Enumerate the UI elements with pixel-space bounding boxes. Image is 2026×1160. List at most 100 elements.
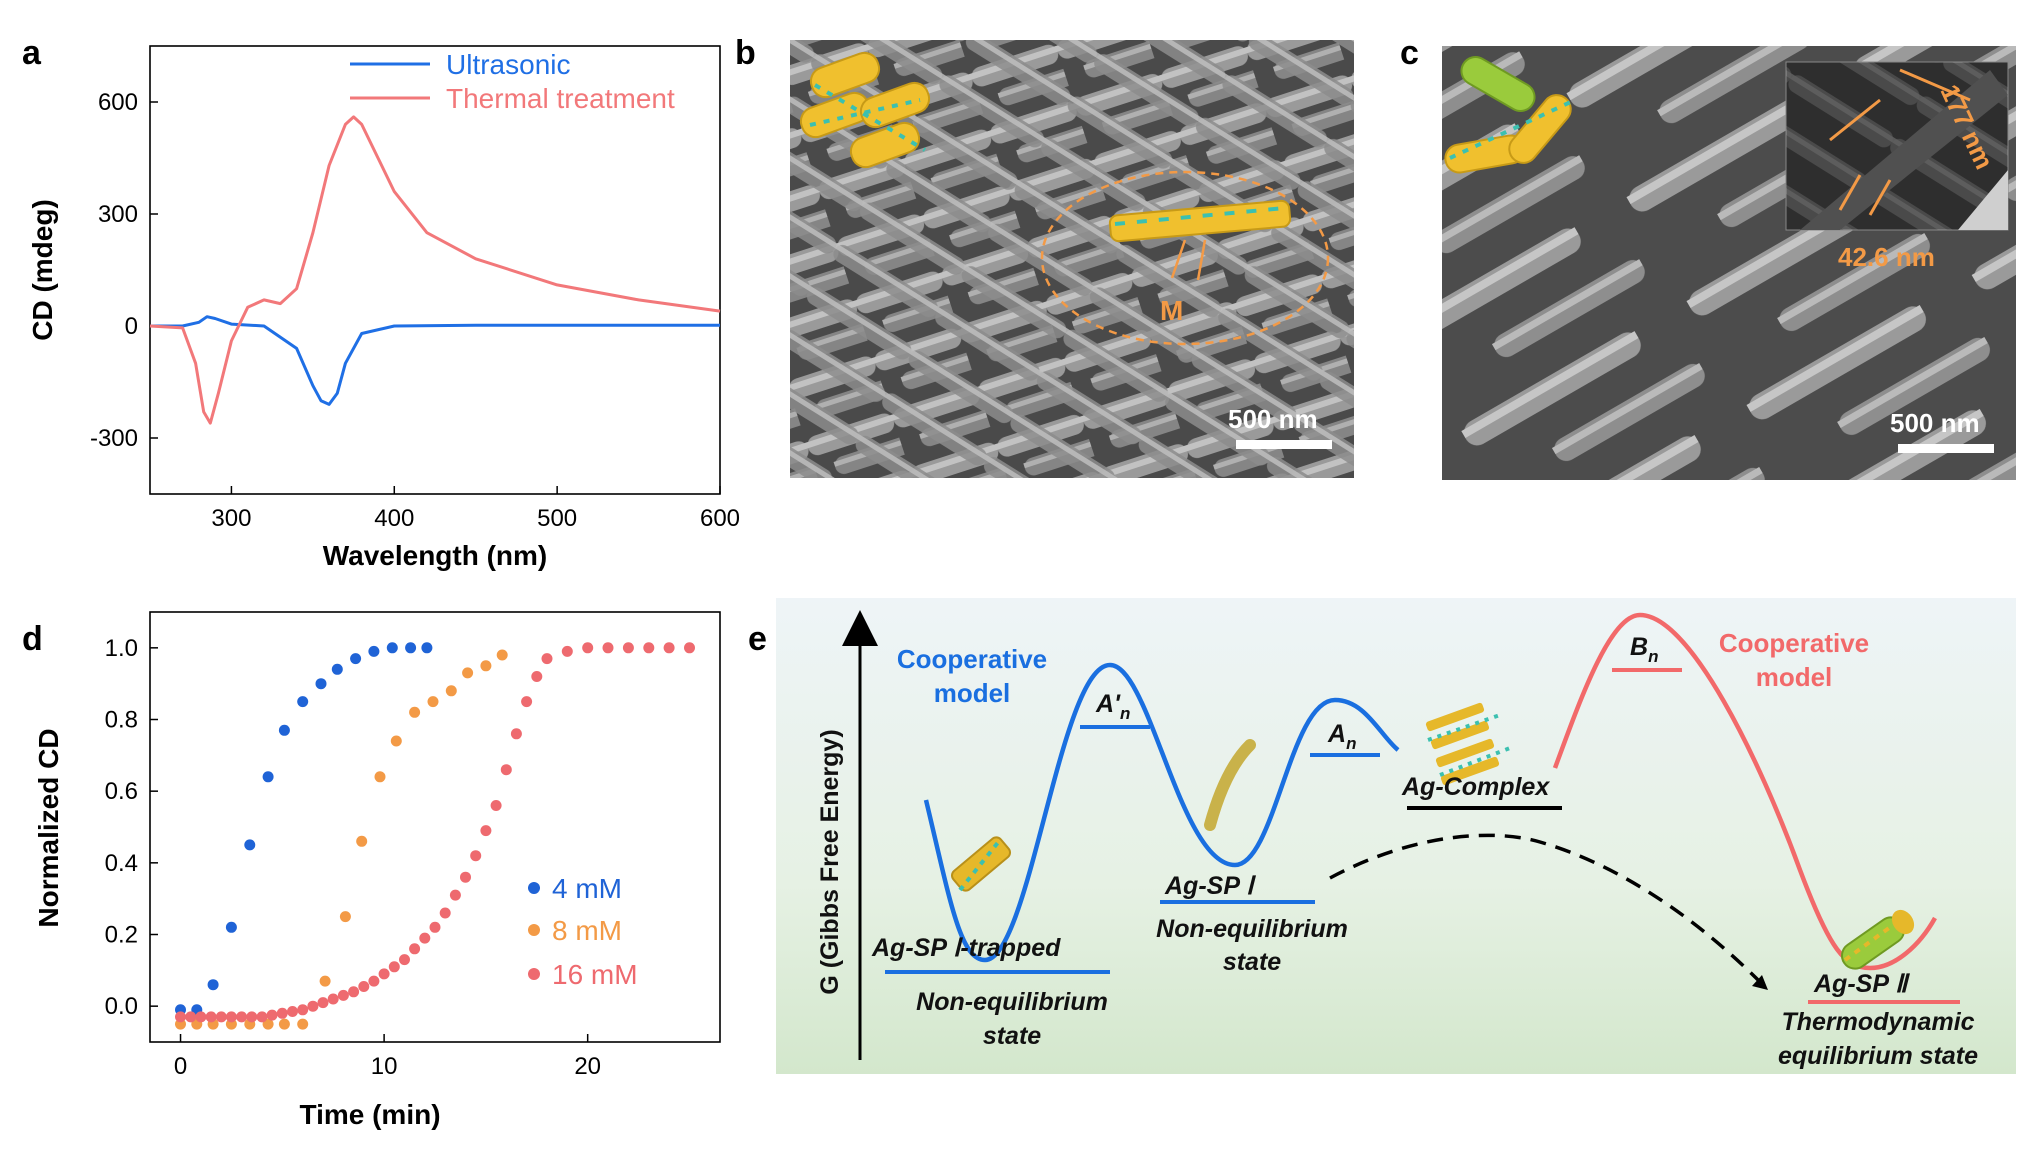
energy-curve-red xyxy=(1552,612,1937,971)
sp1-ribbon-icon xyxy=(1204,739,1256,831)
label-a-n-sub: n xyxy=(1346,734,1356,753)
label-complex: Ag-Complex xyxy=(1401,773,1550,801)
y-tick-label: 0.8 xyxy=(105,707,138,734)
energy-background xyxy=(776,598,2016,1074)
energy-landscape-e: G (Gibbs Free Energy) xyxy=(776,598,2016,1074)
data-point-2 xyxy=(409,943,421,955)
data-point-2 xyxy=(602,642,614,654)
tem-width-mark-1 xyxy=(1838,174,1862,211)
legend-label-8mm: 8 mM xyxy=(552,915,622,946)
tem-length-mark-2 xyxy=(1899,68,1971,102)
label-sp2-state-1: Thermodynamic xyxy=(1781,1008,1974,1036)
y-tick-label: 600 xyxy=(98,89,138,116)
data-point-2 xyxy=(561,645,573,657)
series-line-1 xyxy=(149,115,721,425)
x-tick-label: 500 xyxy=(537,505,577,532)
data-point-2 xyxy=(327,993,339,1005)
complex-stack-icon xyxy=(1425,702,1511,786)
data-point-2 xyxy=(439,907,451,919)
data-point-2 xyxy=(510,728,522,740)
tem-background-corner xyxy=(1958,170,2008,230)
data-point-0 xyxy=(278,724,290,736)
pathway-arrowhead xyxy=(1752,975,1768,990)
label-sp1: Ag-SP Ⅰ xyxy=(1164,872,1257,900)
data-point-1 xyxy=(262,1018,274,1030)
data-point-2 xyxy=(419,932,431,944)
data-point-2 xyxy=(531,671,543,682)
data-point-2 xyxy=(378,968,390,980)
tem-width-label: 42.6 nm xyxy=(1838,242,1935,272)
x-tick-label: 300 xyxy=(211,505,251,532)
data-point-1 xyxy=(356,835,368,847)
scale-label-c: 500 nm xyxy=(1890,408,1980,438)
data-point-0 xyxy=(207,979,219,991)
twisted-ribbon-icon xyxy=(1108,199,1292,243)
data-point-1 xyxy=(319,975,331,987)
y-tick-label: 0.6 xyxy=(105,778,138,805)
data-point-0 xyxy=(405,642,417,654)
legend-label-ultrasonic: Ultrasonic xyxy=(446,49,570,80)
helix-handedness-label: M xyxy=(1160,295,1183,326)
x-tick-label: 0 xyxy=(174,1053,187,1080)
data-point-2 xyxy=(368,975,380,987)
data-point-1 xyxy=(390,735,402,747)
data-point-2 xyxy=(358,981,370,992)
energy-axis-label: G (Gibbs Free Energy) xyxy=(816,729,844,994)
data-point-2 xyxy=(460,871,471,883)
data-point-2 xyxy=(297,1004,309,1016)
label-sp2-state-2: equilibrium state xyxy=(1778,1042,1978,1070)
data-point-2 xyxy=(490,800,502,811)
chart-d-frame xyxy=(149,611,721,1043)
x-tick-label: 20 xyxy=(574,1053,601,1080)
y-tick-label: 0 xyxy=(125,313,138,340)
data-point-2 xyxy=(215,1011,227,1023)
scale-bar-b xyxy=(1236,440,1332,449)
data-point-2 xyxy=(195,1011,207,1023)
coop-model-right-line2: model xyxy=(1756,662,1833,692)
data-point-2 xyxy=(175,1011,186,1023)
legend-marker-16mm xyxy=(528,968,540,980)
label-a-prime: A'n xyxy=(1095,690,1130,723)
chart-a-xlabel: Wavelength (nm) xyxy=(323,540,548,571)
label-trapped-state-1: Non-equilibrium xyxy=(916,988,1108,1016)
data-point-0 xyxy=(262,771,274,783)
data-point-2 xyxy=(307,1000,319,1012)
y-tick-label: 1.0 xyxy=(105,635,138,662)
sem-image-b: M 500 nm xyxy=(790,40,1354,478)
data-point-2 xyxy=(236,1011,248,1023)
legend-marker-8mm xyxy=(528,924,540,936)
legend-label-16mm: 16 mM xyxy=(552,959,638,990)
data-point-2 xyxy=(348,986,360,998)
data-point-0 xyxy=(386,642,398,654)
data-point-0 xyxy=(350,653,362,665)
data-point-1 xyxy=(462,667,474,679)
data-point-2 xyxy=(643,642,655,654)
chart-a-frame xyxy=(149,45,721,495)
trapped-helix-icon xyxy=(950,836,1012,892)
sp2-tube-icon xyxy=(1840,909,1915,970)
data-point-0 xyxy=(244,839,256,851)
label-trapped: Ag-SP Ⅰ-trapped xyxy=(871,934,1061,962)
data-point-1 xyxy=(409,706,421,718)
data-point-1 xyxy=(480,660,492,672)
data-point-2 xyxy=(246,1011,258,1023)
data-point-1 xyxy=(496,649,508,661)
x-tick-label: 600 xyxy=(700,505,740,532)
coop-model-left-line2: model xyxy=(934,678,1011,708)
coop-model-left-line1: Cooperative xyxy=(897,644,1047,674)
legend-label-thermal: Thermal treatment xyxy=(446,83,675,114)
data-point-2 xyxy=(399,954,410,966)
data-point-2 xyxy=(429,921,441,933)
y-tick-label: -300 xyxy=(90,425,138,452)
data-point-2 xyxy=(185,1011,197,1023)
data-point-2 xyxy=(541,653,553,665)
data-point-2 xyxy=(317,997,329,1009)
label-sp1-state-1: Non-equilibrium xyxy=(1156,915,1348,943)
data-point-0 xyxy=(315,678,327,690)
series-line-0 xyxy=(150,315,720,406)
data-point-0 xyxy=(297,696,309,708)
tem-width-mark-2 xyxy=(1868,179,1892,216)
label-b-n-sub: n xyxy=(1648,647,1658,666)
